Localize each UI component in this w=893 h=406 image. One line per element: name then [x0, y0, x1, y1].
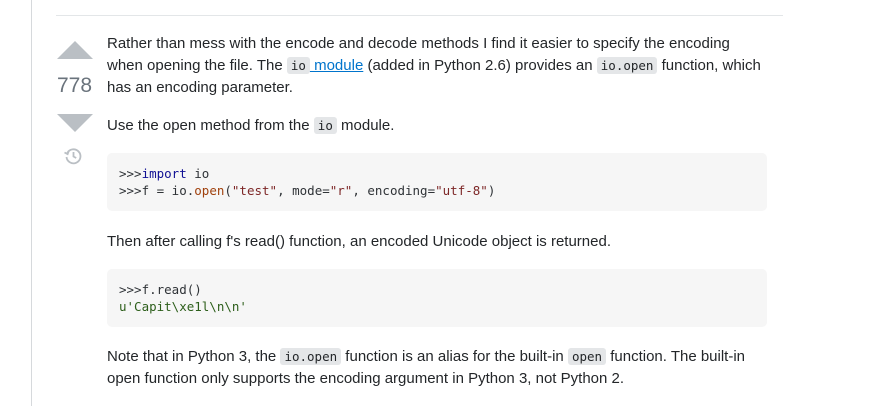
io-module-link[interactable]: module — [309, 57, 364, 74]
downvote-icon[interactable] — [57, 114, 93, 132]
history-icon[interactable] — [63, 146, 83, 166]
inline-code-io: io — [313, 117, 337, 134]
inline-code-io-open: io.open — [280, 348, 342, 365]
inline-code-open: open — [567, 348, 607, 365]
left-border — [31, 0, 32, 406]
vote-count: 778 — [56, 74, 93, 97]
top-divider — [56, 15, 783, 16]
code-block-read[interactable]: >>>f.read() u'Capit\xe1l\n\n' — [107, 269, 767, 327]
inline-code-io-open: io.open — [596, 57, 658, 74]
inline-code-io: io — [286, 57, 310, 74]
upvote-icon[interactable] — [57, 41, 93, 59]
paragraph-intro: Rather than mess with the encode and dec… — [107, 35, 761, 96]
paragraph-python3-note: Note that in Python 3, the io.open funct… — [107, 348, 746, 387]
code-block-import[interactable]: >>>import io >>>f = io.open("test", mode… — [107, 153, 767, 211]
paragraph-usage: Use the open method from the io module. — [107, 117, 395, 134]
paragraph-read: Then after calling f's read() function, … — [107, 233, 611, 250]
